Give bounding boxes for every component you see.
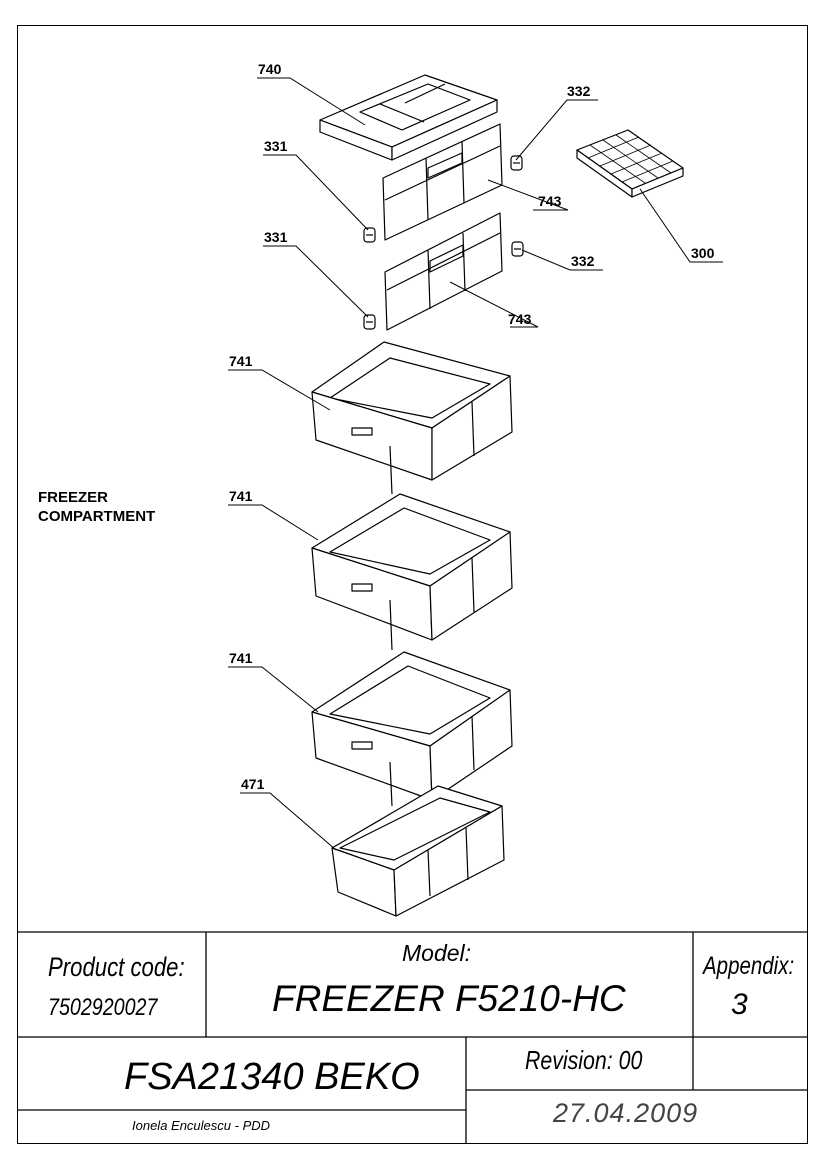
author: Ionela Enculescu - PDD (132, 1118, 271, 1133)
callout-740: 740 (258, 61, 282, 77)
part-741-drawer-3 (311, 651, 513, 807)
part-300-ice-tray (576, 129, 684, 198)
callout-741-1: 741 (229, 353, 253, 369)
drawing-frame (17, 25, 808, 1144)
product-code-label: Product code: (48, 952, 185, 982)
model-label: Model: (402, 940, 472, 966)
part-331-clip-upper (363, 227, 376, 243)
appendix-value: 3 (731, 988, 748, 1021)
leader-lines (228, 77, 723, 851)
callout-331-upper: 331 (264, 138, 288, 154)
section-label: FREEZER COMPARTMENT (38, 489, 156, 525)
title-block-grid (17, 931, 808, 1144)
code-brand: FSA21340 BEKO (124, 1056, 420, 1098)
date: 27.04.2009 (553, 1098, 699, 1128)
callout-743-lower: 743 (508, 311, 532, 327)
part-471-drawer (331, 785, 505, 917)
part-743-panel-lower (384, 212, 503, 331)
callout-332-lower: 332 (571, 253, 595, 269)
part-331-clip-lower (363, 314, 376, 330)
callout-741-2: 741 (229, 488, 253, 504)
callout-300: 300 (691, 245, 715, 261)
callout-332-upper: 332 (567, 83, 591, 99)
part-741-drawer-2 (311, 493, 513, 651)
callout-743-upper: 743 (538, 193, 562, 209)
callout-331-lower: 331 (264, 229, 288, 245)
callout-741-3: 741 (229, 650, 253, 666)
appendix-label: Appendix: (703, 952, 795, 980)
part-740-shelf (319, 74, 498, 161)
model-value: FREEZER F5210-HC (272, 978, 626, 1019)
revision: Revision: 00 (525, 1045, 643, 1075)
part-741-drawer-1 (311, 341, 513, 495)
product-code-value: 7502920027 (48, 994, 158, 1021)
part-332-clip-lower (511, 241, 524, 257)
callout-471: 471 (241, 776, 265, 792)
part-332-clip-upper (510, 155, 523, 171)
